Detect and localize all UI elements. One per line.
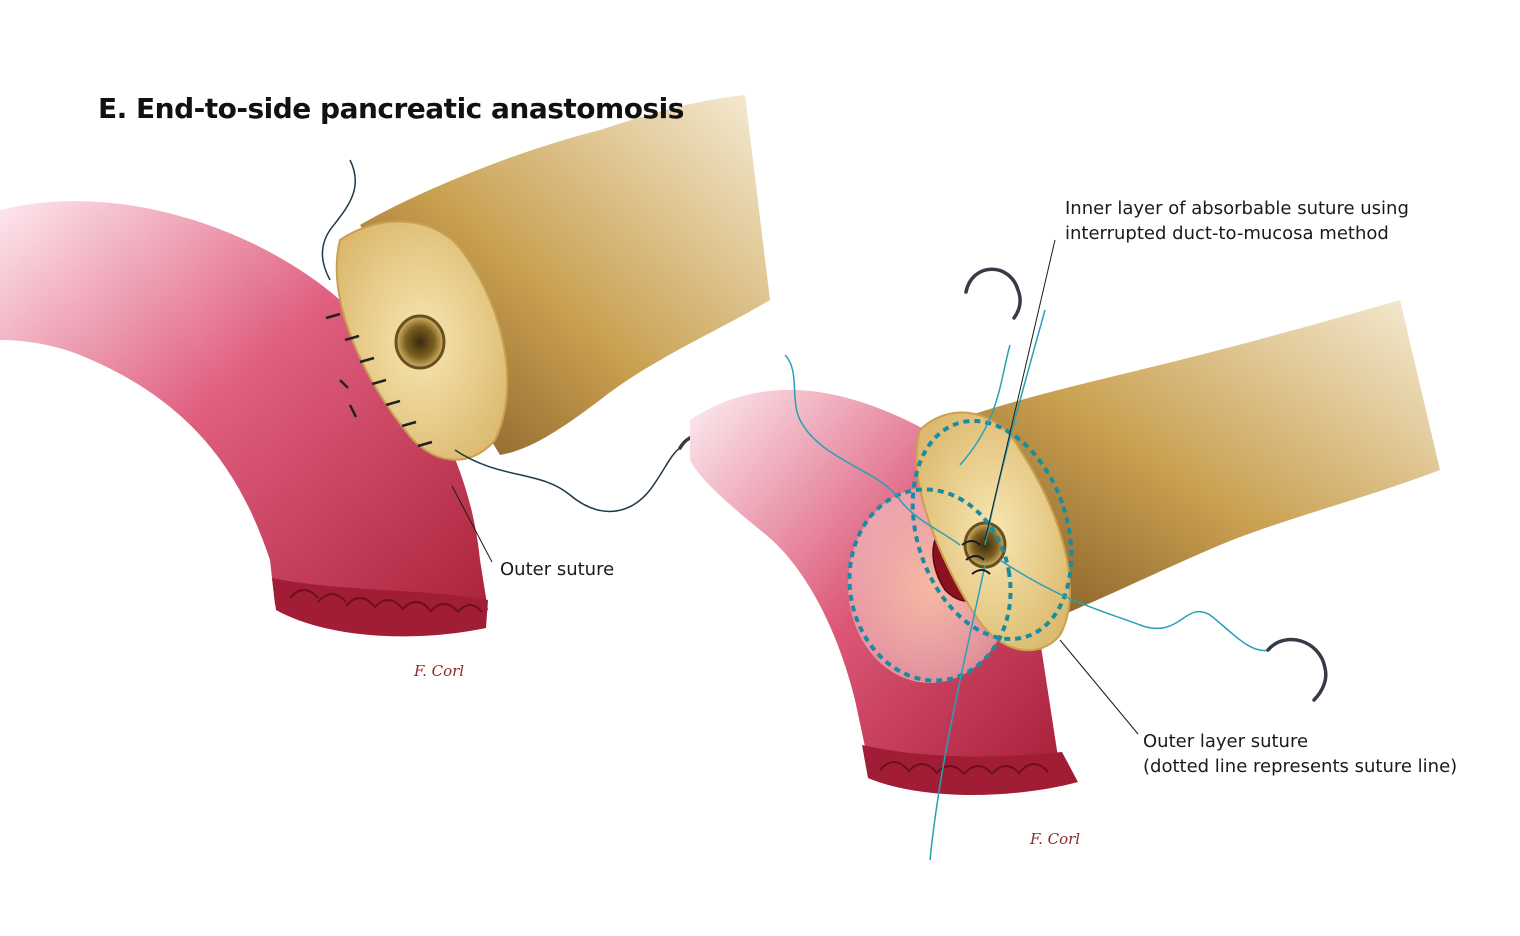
- outer-layer-line-2: (dotted line represents suture line): [1143, 756, 1458, 777]
- artist-signature-right: F. Corl: [1030, 830, 1081, 848]
- left-outer-suture-leader: [451, 485, 493, 563]
- right-duct-sutures: [961, 540, 991, 575]
- right-anastomosis-figure: [690, 239, 1440, 861]
- left-jejunum-stump: [272, 578, 488, 637]
- right-inner-layer-leader: [984, 239, 1056, 541]
- inner-layer-label: Inner layer of absorbable suture using i…: [1065, 196, 1409, 246]
- left-pancreatic-duct: [394, 314, 446, 370]
- left-jejunum: [0, 201, 488, 632]
- artist-signature-left: F. Corl: [414, 662, 465, 680]
- right-needle-top: [964, 267, 1022, 320]
- left-stump-sutures: [289, 589, 483, 613]
- outer-suture-text: Outer suture: [500, 559, 615, 580]
- inner-layer-line-2: interrupted duct-to-mucosa method: [1065, 223, 1389, 244]
- figure-title: E. End-to-side pancreatic anastomosis: [98, 92, 684, 125]
- right-jejunum-stump: [862, 745, 1078, 796]
- right-stump-sutures: [879, 761, 1049, 775]
- outer-layer-line-1: Outer layer suture: [1143, 731, 1309, 752]
- left-suture-thread: [454, 447, 681, 513]
- left-suture-thread-top: [321, 159, 356, 281]
- left-outer-interrupted-sutures: [325, 312, 433, 448]
- outer-suture-label: Outer suture: [500, 557, 614, 582]
- right-needle-bottom: [1266, 637, 1328, 702]
- right-outer-layer-leader: [1059, 639, 1139, 735]
- outer-layer-label: Outer layer suture (dotted line represen…: [1143, 729, 1457, 779]
- inner-layer-line-1: Inner layer of absorbable suture using: [1065, 198, 1409, 219]
- right-pancreas: [955, 300, 1440, 620]
- right-dotted-suture-line-pancreas: [910, 418, 1074, 642]
- right-dotted-suture-line-jejunum: [847, 487, 1013, 683]
- left-anastomosis-figure: [0, 95, 770, 637]
